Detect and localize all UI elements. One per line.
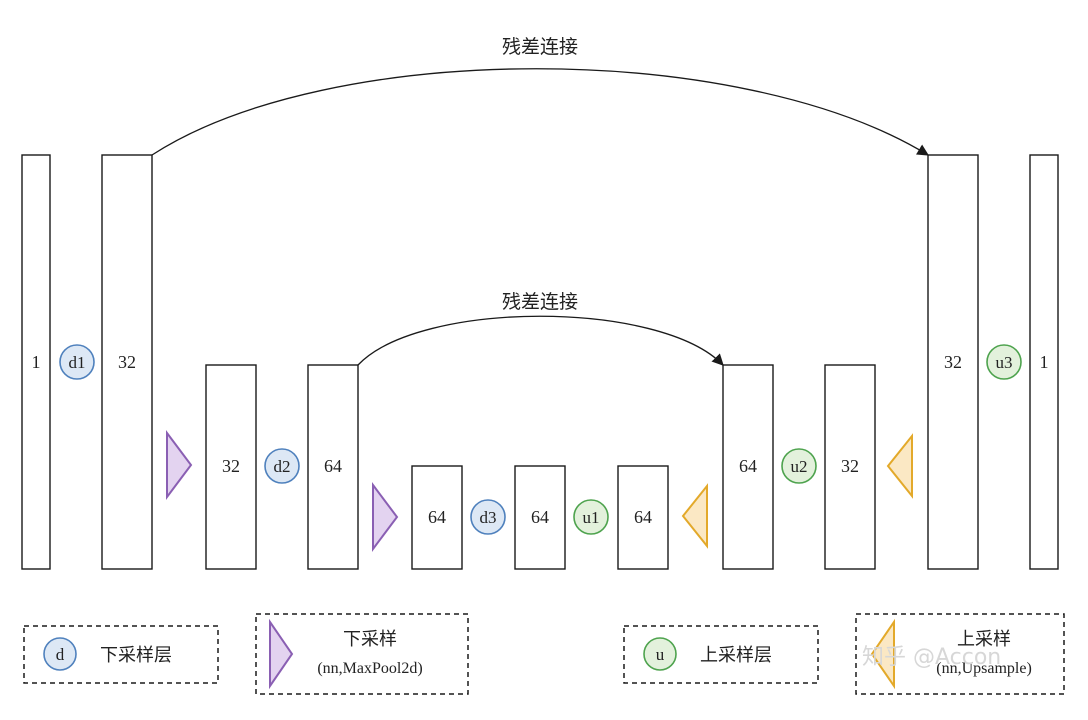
feature-block: 32 (205, 364, 257, 570)
svg-text:u3: u3 (996, 353, 1013, 372)
skip-connection-arc-inner (357, 315, 724, 366)
svg-text:d2: d2 (274, 457, 291, 476)
svg-text:32: 32 (841, 456, 859, 476)
svg-text:u2: u2 (791, 457, 808, 476)
feature-block: 32 (101, 154, 153, 570)
feature-block: 64 (514, 465, 566, 570)
up-layer-node: u3 (986, 344, 1022, 380)
downsample-triangle (372, 482, 399, 552)
feature-block: 64 (722, 364, 774, 570)
feature-block: 32 (927, 154, 979, 570)
feature-block: 64 (307, 364, 359, 570)
feature-block: 64 (411, 465, 463, 570)
svg-text:64: 64 (739, 456, 757, 476)
legend-down-node-icon (43, 637, 77, 671)
legend-up-layer: u 上采样层 (623, 625, 819, 684)
svg-text:(nn,MaxPool2d): (nn,MaxPool2d) (317, 660, 422, 677)
svg-text:上采样: 上采样 (957, 629, 1011, 650)
svg-text:1: 1 (1040, 352, 1049, 372)
legend-downsample-icon (269, 618, 294, 690)
skip-connection-arc-outer (151, 68, 929, 156)
down-layer-node: d1 (59, 344, 95, 380)
svg-text:上采样层: 上采样层 (700, 645, 772, 666)
svg-text:32: 32 (944, 352, 962, 372)
upsample-triangle (886, 433, 913, 499)
svg-text:下采样: 下采样 (343, 629, 397, 650)
svg-text:64: 64 (634, 507, 652, 527)
svg-text:(nn,Upsample): (nn,Upsample) (936, 660, 1032, 677)
svg-text:下采样层: 下采样层 (100, 645, 172, 666)
up-layer-node: u1 (573, 499, 609, 535)
legend-upsample: 上采样 (nn,Upsample) (855, 613, 1065, 695)
down-layer-node: d2 (264, 448, 300, 484)
svg-text:d3: d3 (480, 508, 497, 527)
feature-block: 1 (1029, 154, 1059, 570)
legend-down-layer: d 下采样层 (23, 625, 219, 684)
svg-text:d: d (56, 645, 65, 664)
watermark: 知乎 @Accon (862, 645, 1001, 670)
down-layer-node: d3 (470, 499, 506, 535)
upsample-triangle (681, 483, 708, 549)
svg-text:64: 64 (428, 507, 446, 527)
svg-text:32: 32 (118, 352, 136, 372)
legend-downsample: 下采样 (nn,MaxPool2d) (255, 613, 469, 695)
legend-upsample-icon (870, 618, 895, 690)
legend-up-node-icon (643, 637, 677, 671)
feature-block: 32 (824, 364, 876, 570)
feature-block: 1 (21, 154, 51, 570)
feature-block: 64 (617, 465, 669, 570)
skip-connection-label-inner: 残差连接 (502, 291, 578, 313)
svg-text:u: u (656, 645, 665, 664)
svg-text:64: 64 (324, 456, 342, 476)
svg-text:u1: u1 (583, 508, 600, 527)
skip-connection-label-outer: 残差连接 (502, 36, 578, 58)
downsample-triangle (166, 430, 193, 500)
svg-text:64: 64 (531, 507, 549, 527)
svg-text:1: 1 (32, 352, 41, 372)
svg-text:32: 32 (222, 456, 240, 476)
up-layer-node: u2 (781, 448, 817, 484)
svg-text:d1: d1 (69, 353, 86, 372)
